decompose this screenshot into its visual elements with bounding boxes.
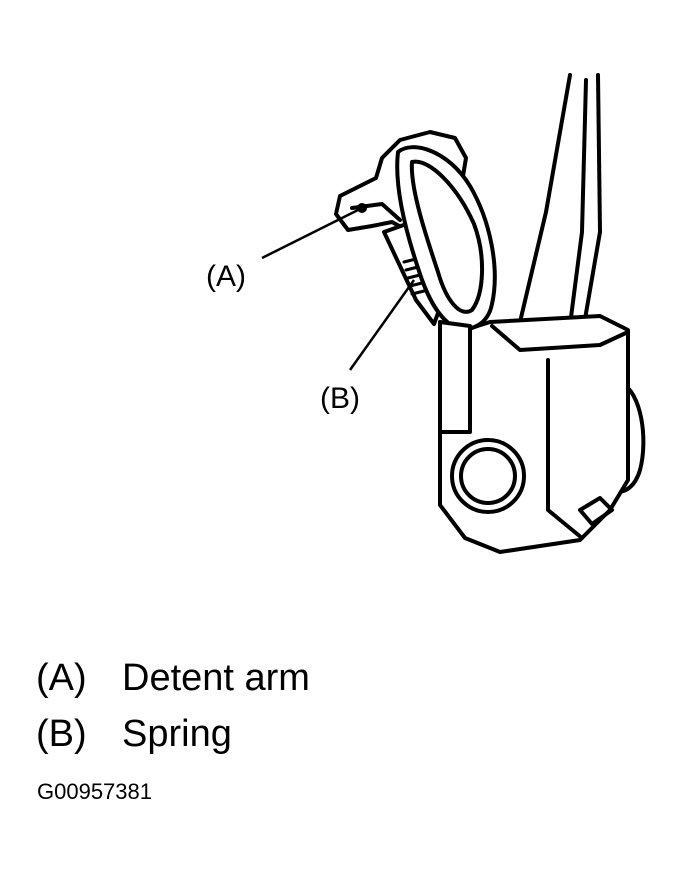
legend-key: (B) bbox=[36, 713, 87, 755]
housing-top-face bbox=[490, 324, 630, 352]
callout-label-b: (B) bbox=[320, 382, 360, 415]
leader-line-b bbox=[348, 279, 416, 371]
selector-lever-stem bbox=[438, 320, 472, 434]
legend-description: Detent arm bbox=[122, 657, 310, 699]
legend-key: (A) bbox=[36, 657, 87, 699]
shaft-bore-inner bbox=[459, 447, 517, 505]
selector-lever-inner bbox=[409, 159, 484, 314]
shift-shaft bbox=[518, 73, 602, 350]
leader-line-a bbox=[261, 206, 363, 260]
shaft-edge-line bbox=[568, 78, 588, 327]
housing-notch bbox=[578, 496, 614, 526]
selector-lever bbox=[395, 145, 497, 331]
legend-description: Spring bbox=[122, 713, 232, 755]
housing-step bbox=[546, 358, 584, 540]
callout-label-a: (A) bbox=[206, 260, 246, 293]
figure-id: G00957381 bbox=[37, 779, 152, 804]
